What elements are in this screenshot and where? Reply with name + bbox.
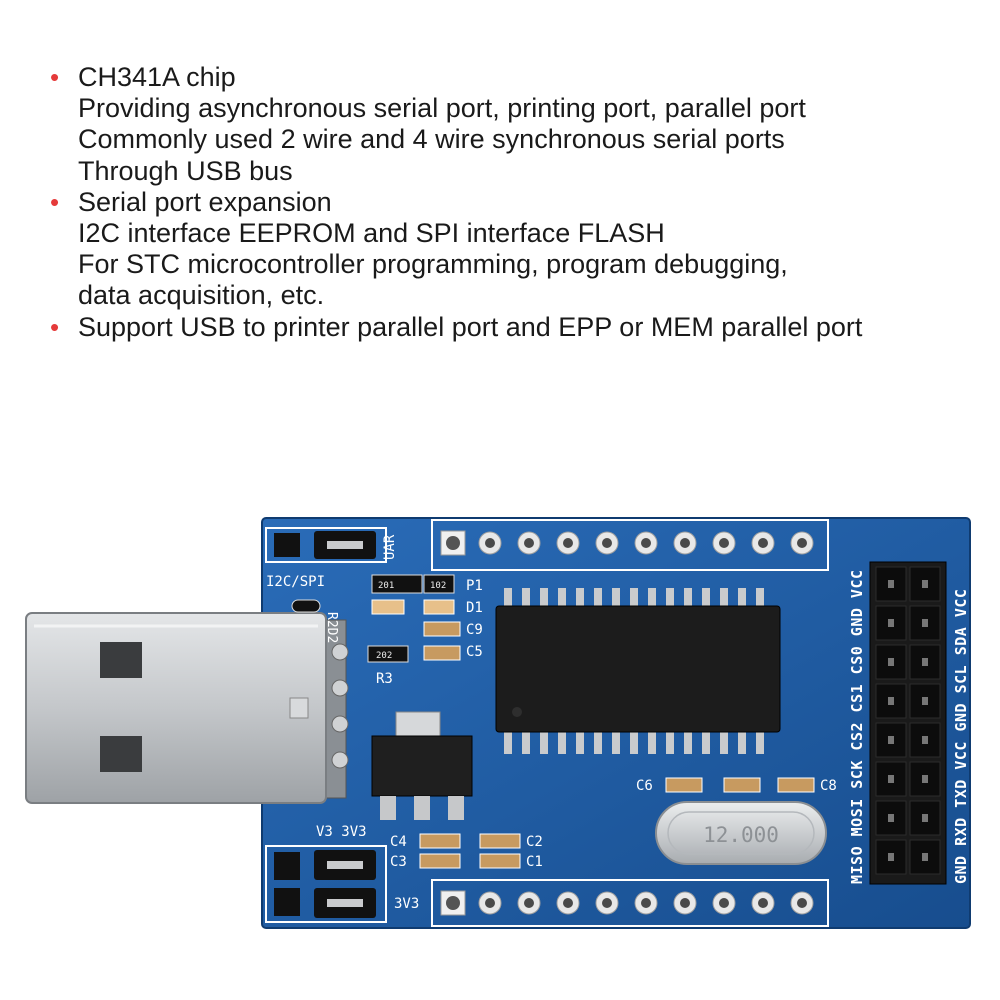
feature-line: CH341A chip <box>78 62 236 92</box>
svg-text:C5: C5 <box>466 644 483 660</box>
svg-text:202: 202 <box>376 651 392 661</box>
svg-text:C3: C3 <box>390 854 407 870</box>
usb-a-plug <box>25 612 349 804</box>
feature-item-serial-expansion: • Serial port expansion I2C interface EE… <box>50 187 980 312</box>
feature-line: Support USB to printer parallel port and… <box>78 311 863 342</box>
silkscreen-labels: UAR I2C/SPI R2D2 P1 D1 C9 C5 R3 C6 C8 C4… <box>266 534 837 912</box>
ch341a-chip <box>495 588 781 754</box>
crystal-oscillator: 12.000 <box>655 801 827 865</box>
svg-text:C8: C8 <box>820 778 837 794</box>
svg-text:UAR: UAR <box>382 534 398 560</box>
svg-text:C2: C2 <box>526 834 543 850</box>
jumper-uar <box>265 527 387 563</box>
svg-text:C1: C1 <box>526 854 543 870</box>
feature-line: data acquisition, etc. <box>78 280 325 311</box>
feature-line: Providing asynchronous serial port, prin… <box>78 93 806 124</box>
feature-line: I2C interface EEPROM and SPI interface F… <box>78 218 665 249</box>
svg-text:201: 201 <box>378 581 394 591</box>
svg-text:3V3: 3V3 <box>394 896 419 912</box>
right-pin-header <box>869 561 947 885</box>
svg-text:P1: P1 <box>466 578 483 594</box>
bullet-icon: • <box>50 186 60 217</box>
feature-item-ch341a: • CH341A chip Providing asynchronous ser… <box>50 62 980 187</box>
svg-text:12.000: 12.000 <box>703 823 779 847</box>
jumper-voltage-select <box>265 845 387 923</box>
svg-text:C6: C6 <box>636 778 653 794</box>
feature-line: Serial port expansion <box>78 186 332 217</box>
feature-line: For STC microcontroller programming, pro… <box>78 249 788 280</box>
bullet-icon: • <box>50 311 60 342</box>
svg-text:C9: C9 <box>466 622 483 638</box>
smd-components <box>291 574 815 869</box>
svg-text:V3 3V3: V3 3V3 <box>316 824 367 840</box>
svg-text:R3: R3 <box>376 671 393 687</box>
svg-text:102: 102 <box>430 581 446 591</box>
pin-labels-col2: GND RXD TXD VCC GND SCL SDA VCC <box>952 589 970 884</box>
top-pin-header <box>431 519 829 571</box>
pin-labels-col1: MISO MOSI SCK CS2 CS1 CS0 GND VCC <box>848 569 866 884</box>
feature-list: • CH341A chip Providing asynchronous ser… <box>50 62 980 343</box>
svg-text:D1: D1 <box>466 600 483 616</box>
svg-text:C4: C4 <box>390 834 407 850</box>
svg-text:I2C/SPI: I2C/SPI <box>266 574 325 590</box>
feature-line: Commonly used 2 wire and 4 wire synchron… <box>78 124 785 155</box>
bottom-pin-header <box>431 879 829 927</box>
voltage-regulator <box>371 711 473 820</box>
feature-item-parallel-port: • Support USB to printer parallel port a… <box>50 312 980 343</box>
feature-line: Through USB bus <box>78 155 293 186</box>
svg-text:R2D2: R2D2 <box>324 612 339 643</box>
bullet-icon: • <box>50 62 60 92</box>
